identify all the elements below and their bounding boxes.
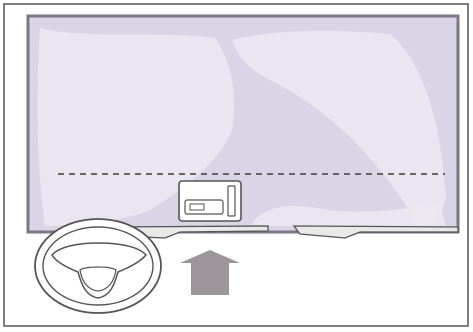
windshield-reflection-bottom (250, 204, 446, 226)
device-screen-detail (189, 203, 205, 211)
wheel-hub-inner (79, 266, 117, 292)
wipers (101, 225, 459, 239)
steering-wheel-icon (34, 218, 162, 314)
windshield (26, 14, 460, 234)
windshield-reflection-right (232, 30, 446, 229)
arrow-up-icon (180, 250, 240, 295)
device-side-bar (227, 185, 236, 217)
dashcam-icon (178, 180, 242, 222)
wiper-right (292, 225, 459, 239)
windshield-reflection-left (37, 28, 235, 226)
